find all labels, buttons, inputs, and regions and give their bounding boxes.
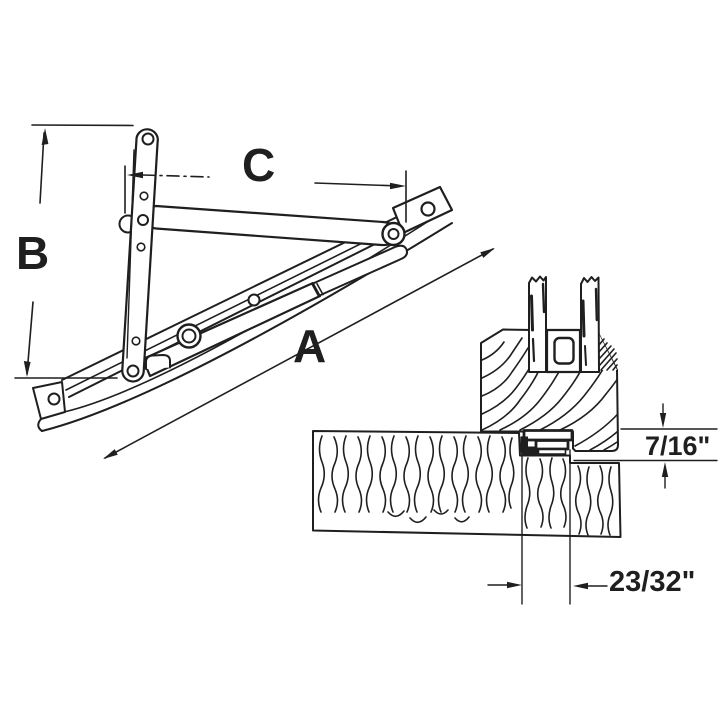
bracket-screw-hole <box>420 201 436 217</box>
sash-posts <box>528 275 600 373</box>
keeper-square-hole <box>553 336 575 365</box>
sash-arm <box>118 128 159 383</box>
label-23-32: 23/32" <box>609 566 695 598</box>
track-screw-hole <box>47 392 61 406</box>
label-c: C <box>242 139 275 191</box>
track-pivot-hub <box>145 323 202 370</box>
sash-wood <box>480 275 619 452</box>
keeper-plate <box>545 328 582 374</box>
frame-wood-grain <box>317 435 614 536</box>
link-arm <box>147 204 406 247</box>
dimension-23-32: 23/32" <box>487 436 695 605</box>
label-a: A <box>293 320 326 372</box>
hinge-channel-section <box>520 429 574 455</box>
link-pivot-hole <box>387 228 400 240</box>
hinge-perspective-view: B C A <box>14 124 495 459</box>
support-arm <box>141 244 409 378</box>
label-b: B <box>16 227 49 279</box>
cross-section-view: 7/16" 23/32" <box>312 275 718 605</box>
frame-wood <box>312 430 622 538</box>
dimension-7-16: 7/16" <box>573 403 718 489</box>
arm-rivet-hole <box>247 293 261 307</box>
jamb-bracket-section <box>520 436 540 455</box>
label-7-16: 7/16" <box>645 431 710 461</box>
pivot-tab <box>145 354 171 370</box>
dimension-a: A <box>103 248 495 459</box>
bevel-hatch <box>598 334 618 371</box>
dimension-b: B <box>14 124 134 379</box>
dimension-c: C <box>124 139 407 223</box>
